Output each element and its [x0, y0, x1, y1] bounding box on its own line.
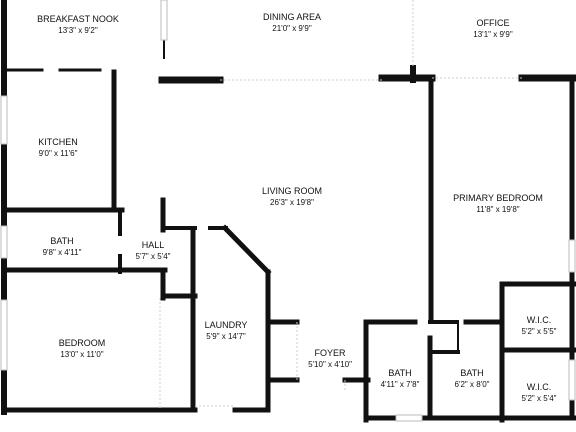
room-dims: 5'10" x 4'10"	[308, 360, 352, 369]
room-name: BATH	[50, 236, 74, 246]
room-name: BEDROOM	[58, 338, 106, 348]
window	[0, 225, 8, 259]
laundry-label: LAUNDRY 5'9" x 14'7"	[205, 320, 248, 342]
wic-upper-label: W.I.C. 5'2" x 5'5"	[522, 315, 557, 337]
breakfast-nook-label: BREAKFAST NOOK 13'3" x 9'2"	[37, 14, 119, 36]
room-dims: 5'9" x 14'7"	[206, 332, 246, 341]
kitchen-label: KITCHEN 9'0" x 11'6"	[38, 137, 78, 159]
room-name: LAUNDRY	[204, 320, 248, 330]
room-name: KITCHEN	[38, 137, 78, 147]
dashed-openings	[159, 0, 522, 408]
room-name: OFFICE	[476, 18, 510, 28]
room-dims: 21'0" x 9'9"	[272, 24, 312, 33]
room-name: W.I.C.	[526, 382, 552, 392]
wic-lower-label: W.I.C. 5'2" x 5'4"	[522, 382, 557, 404]
office-label: OFFICE 13'1" x 9'9"	[473, 18, 512, 40]
bath-right-label: BATH 6'2" x 8'0"	[455, 368, 490, 390]
room-dims: 11'8" x 19'8"	[476, 205, 520, 214]
room-dims: 5'2" x 5'5"	[521, 327, 557, 336]
room-dims: 9'0" x 11'6"	[38, 149, 78, 158]
room-dims: 13'0" x 11'0"	[60, 350, 104, 359]
room-dims: 26'3" x 19'8"	[270, 198, 314, 207]
room-dims: 4'11" x 7'8"	[380, 380, 420, 389]
window	[0, 95, 8, 145]
room-name: FOYER	[314, 348, 346, 358]
window	[160, 0, 168, 41]
room-dims: 13'1" x 9'9"	[473, 30, 513, 39]
bedroom-label: BEDROOM 13'0" x 11'0"	[59, 338, 106, 360]
windows	[0, 0, 576, 422]
wall	[221, 224, 272, 276]
room-dims: 5'7" x 5'4"	[135, 252, 171, 261]
room-name: BREAKFAST NOOK	[37, 14, 119, 24]
window	[568, 359, 576, 401]
window	[395, 414, 423, 422]
room-dims: 9'8" x 4'11"	[42, 248, 82, 257]
window	[568, 239, 576, 273]
room-name: PRIMARY BEDROOM	[453, 193, 543, 203]
room-name: HALL	[141, 240, 165, 250]
foyer-label: FOYER 5'10" x 4'10"	[308, 348, 352, 370]
room-name: W.I.C.	[526, 315, 552, 325]
window	[0, 299, 8, 371]
room-name: BATH	[460, 368, 484, 378]
hall-label: HALL 5'7" x 5'4"	[136, 240, 171, 262]
living-room-label: LIVING ROOM 26'3" x 19'8"	[262, 186, 322, 208]
dining-area-label: DINING AREA 21'0" x 9'9"	[263, 12, 321, 34]
room-dims: 5'2" x 5'4"	[521, 394, 557, 403]
bath-left-label: BATH 9'8" x 4'11"	[43, 236, 82, 258]
room-dims: 13'3" x 9'2"	[58, 26, 98, 35]
room-dims: 6'2" x 8'0"	[454, 380, 490, 389]
room-name: BATH	[388, 368, 412, 378]
primary-bedroom-label: PRIMARY BEDROOM 11'8" x 19'8"	[453, 193, 543, 215]
bath-center-label: BATH 4'11" x 7'8"	[381, 368, 420, 390]
room-name: DINING AREA	[262, 12, 322, 22]
room-name: LIVING ROOM	[261, 186, 323, 196]
